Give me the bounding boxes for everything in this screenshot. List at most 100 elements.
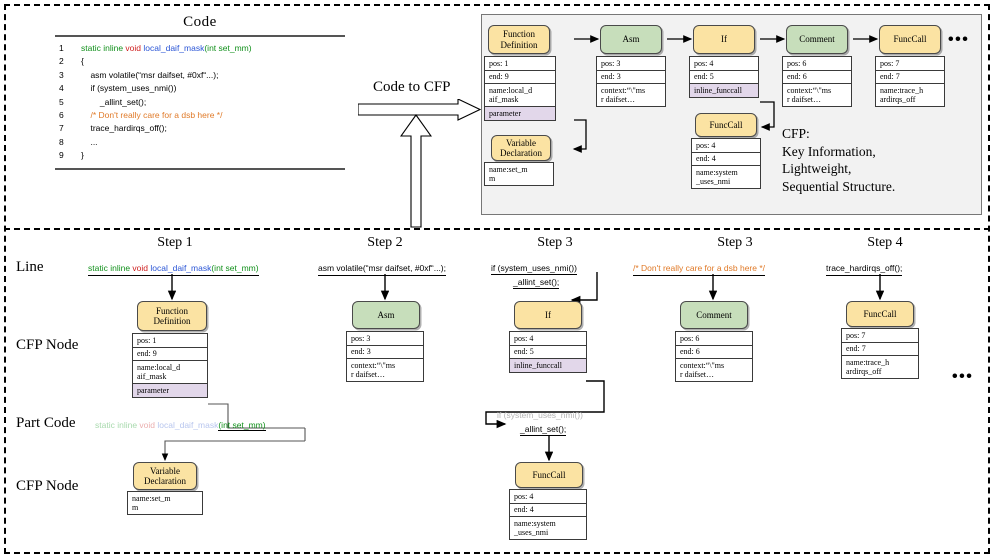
cfp-node-comment[interactable]: Comment bbox=[786, 25, 848, 54]
attr-end: end: 9 bbox=[132, 347, 208, 362]
code-line-number: 9 bbox=[59, 150, 64, 161]
cfp-attrs-if: pos: 4 end: 5 inline_funccall bbox=[689, 56, 759, 98]
step4-node-funccall[interactable]: FuncCall bbox=[846, 301, 914, 327]
step3-part-code-1: if (system_uses_nmi()) bbox=[497, 410, 583, 420]
cfp-caption-line-2: Key Information, bbox=[782, 143, 876, 159]
attr-inline-funccall[interactable]: inline_funccall bbox=[509, 359, 587, 373]
code-line: 2{ bbox=[55, 55, 345, 68]
step3-line-code: if (system_uses_nmi()) bbox=[491, 262, 577, 275]
cfp-node-if[interactable]: If bbox=[693, 25, 755, 54]
cfp-caption: CFP: Key Information, Lightweight, Seque… bbox=[782, 125, 895, 195]
attr-pos: pos: 4 bbox=[691, 138, 761, 153]
row-label-part-code: Part Code bbox=[16, 415, 76, 431]
code-line-text: ... bbox=[90, 136, 98, 147]
cfp-ellipsis: ••• bbox=[948, 31, 970, 48]
code-line: 5 _allint_set(); bbox=[55, 96, 345, 109]
attr-name: name:system_uses_nmi bbox=[691, 166, 761, 190]
step4-line-code: trace_hardirqs_off(); bbox=[826, 262, 903, 276]
cfp-caption-line-1: CFP: bbox=[782, 126, 810, 141]
code-line: 8 ... bbox=[55, 136, 345, 149]
step1-line-code: static inline void local_daif_mask(int s… bbox=[88, 262, 259, 276]
step3-line-code-1: if (system_uses_nmi()) bbox=[491, 263, 577, 275]
code-line-number: 5 bbox=[59, 96, 64, 107]
step3-node-if[interactable]: If bbox=[514, 301, 582, 329]
attr-pos: pos: 1 bbox=[132, 333, 208, 348]
step2-line-code: asm volatile(“msr daifset, #0xf“...); bbox=[318, 262, 447, 276]
cfp-node-label: FuncCall bbox=[863, 308, 897, 319]
step3-attrs2: pos: 4 end: 4 name:system_uses_nmi bbox=[509, 489, 587, 541]
code-line-text: { bbox=[81, 56, 84, 67]
attr-inline-funccall[interactable]: inline_funccall bbox=[689, 84, 759, 98]
code-line-text: } bbox=[81, 150, 84, 161]
code-to-cfp-label: Code to CFP bbox=[373, 79, 451, 95]
cfp-node-asm[interactable]: Asm bbox=[600, 25, 662, 54]
cfp-attrs-funccall-system-uses-nmi: pos: 4 end: 4 name:system_uses_nmi bbox=[691, 138, 761, 190]
code-line: 6 /* Don't really care for a dsb here */ bbox=[55, 109, 345, 122]
step2-node-asm[interactable]: Asm bbox=[352, 301, 420, 329]
code-line-text: static inline void local_daif_mask(int s… bbox=[81, 43, 252, 53]
cfp-node-label: If bbox=[721, 34, 727, 45]
code-line-number: 6 bbox=[59, 110, 64, 121]
cfp-node-label: Comment bbox=[696, 309, 732, 320]
cfp-node-label: FuncCall bbox=[532, 469, 566, 480]
code-line-number: 4 bbox=[59, 83, 64, 94]
step3-line-code-2: _allint_set(); bbox=[513, 277, 560, 289]
attr-parameter[interactable]: parameter bbox=[484, 107, 556, 121]
code-line-number: 8 bbox=[59, 136, 64, 147]
step3-part-code-2: _allint_set(); bbox=[520, 424, 567, 436]
attr-end: end: 5 bbox=[689, 70, 759, 85]
step1-part-code: static inline void local_daif_mask(int s… bbox=[95, 420, 266, 431]
step3b-node-comment[interactable]: Comment bbox=[680, 301, 748, 329]
feedback-up-arrow bbox=[400, 114, 432, 228]
row-label-cfp-node-2: CFP Node bbox=[16, 478, 79, 494]
cfp-node-funccall-trace-hardirqs-off[interactable]: FuncCall bbox=[879, 25, 941, 54]
cfp-caption-line-4: Sequential Structure. bbox=[782, 178, 896, 194]
code-line-text: _allint_set(); bbox=[99, 96, 147, 107]
step3-node-funccall[interactable]: FuncCall bbox=[515, 462, 583, 488]
attr-end: end: 9 bbox=[484, 70, 556, 85]
attr-pos: pos: 4 bbox=[509, 489, 587, 504]
code-to-cfp-arrow bbox=[358, 99, 482, 121]
code-line-text: asm volatile(“msr daifset, #0xf“...); bbox=[90, 69, 219, 80]
attr-pos: pos: 3 bbox=[346, 331, 424, 346]
step3-attrs: pos: 4 end: 5 inline_funccall bbox=[509, 331, 587, 373]
code-line: 4 if (system_uses_nmi()) bbox=[55, 82, 345, 95]
step3b-line-code: /* Don't really care for a dsb here */ bbox=[633, 262, 766, 276]
attr-end: end: 5 bbox=[509, 345, 587, 360]
figure-frame bbox=[4, 4, 990, 554]
attr-parameter[interactable]: parameter bbox=[132, 384, 208, 398]
cfp-node-label: Asm bbox=[377, 309, 395, 320]
attr-end: end: 4 bbox=[509, 503, 587, 518]
step-title-4: Step 3 bbox=[717, 235, 753, 250]
cfp-node-label: Comment bbox=[799, 34, 835, 45]
code-line-number: 7 bbox=[59, 123, 64, 134]
attr-end: end: 7 bbox=[875, 70, 945, 85]
cfp-caption-line-3: Lightweight, bbox=[782, 161, 852, 176]
cfp-node-funccall-system-uses-nmi[interactable]: FuncCall bbox=[695, 113, 757, 137]
attr-pos: pos: 4 bbox=[509, 331, 587, 346]
attr-end: end: 3 bbox=[346, 345, 424, 360]
cfp-node-label: If bbox=[545, 309, 551, 320]
